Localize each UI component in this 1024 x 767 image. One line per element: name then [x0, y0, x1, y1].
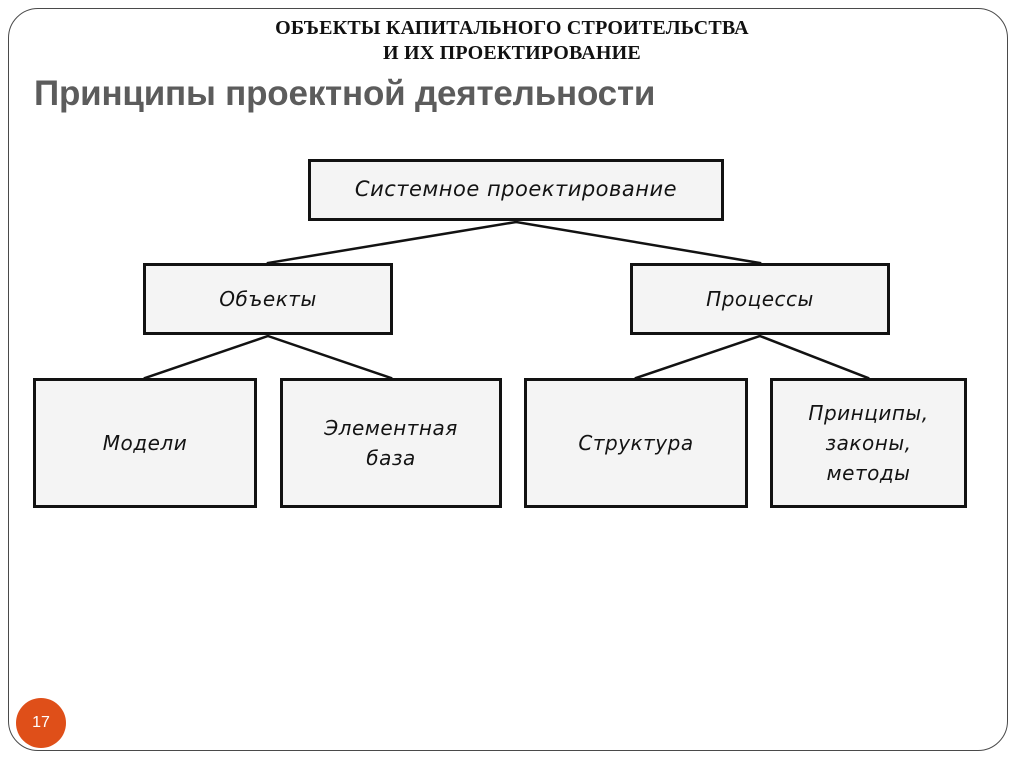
page-number-text: 17: [32, 714, 50, 731]
page-title: Принципы проектной деятельности: [34, 74, 656, 113]
node-label-methods: Принципы, законы, методы: [808, 401, 929, 485]
node-label-objects: Объекты: [219, 287, 317, 311]
edge-processes-methods: [758, 334, 870, 380]
kicker-line-2: И ИХ ПРОЕКТИРОВАНИЕ: [383, 42, 641, 64]
diagram-node-objects[interactable]: Объекты: [143, 263, 393, 335]
diagram-node-methods[interactable]: Принципы, законы, методы: [770, 378, 967, 508]
slide-kicker: ОБЪЕКТЫ КАПИТАЛЬНОГО СТРОИТЕЛЬСТВА И ИХ …: [0, 16, 1024, 66]
diagram-node-structure[interactable]: Структура: [524, 378, 748, 508]
node-label-models: Модели: [102, 431, 188, 455]
edge-objects-elements: [266, 334, 393, 380]
page-number-badge: 17: [16, 698, 66, 748]
node-label-root: Системное проектирование: [354, 177, 678, 202]
diagram-node-models[interactable]: Модели: [33, 378, 257, 508]
diagram-node-elements[interactable]: Элементная база: [280, 378, 502, 508]
edge-processes-structure: [634, 334, 762, 380]
node-label-processes: Процессы: [706, 287, 814, 311]
diagram-node-root[interactable]: Системное проектирование: [308, 159, 724, 221]
node-label-elements: Элементная база: [324, 416, 458, 470]
edge-root-objects: [266, 220, 518, 265]
edge-objects-models: [143, 334, 270, 380]
node-label-structure: Структура: [578, 431, 694, 455]
diagram-node-processes[interactable]: Процессы: [630, 263, 890, 335]
kicker-line-1: ОБЪЕКТЫ КАПИТАЛЬНОГО СТРОИТЕЛЬСТВА: [275, 17, 749, 39]
edge-root-processes: [514, 220, 762, 265]
